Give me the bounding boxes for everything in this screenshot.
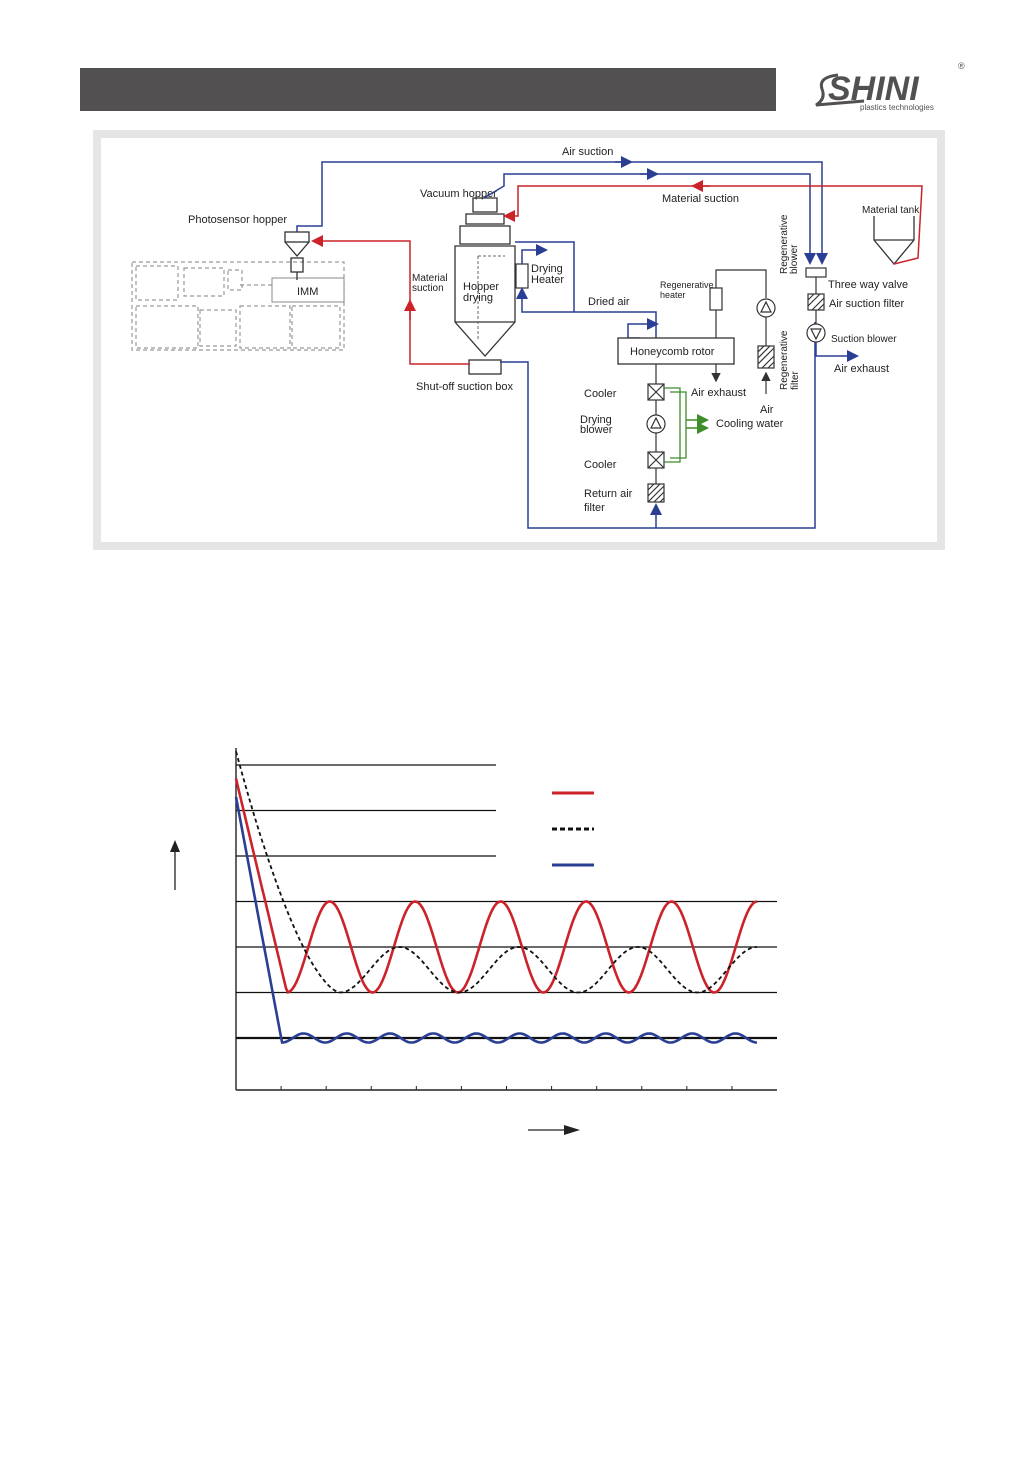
material-suction-left-label-2: suction <box>412 283 444 294</box>
hopper-drying-label-2: drying <box>463 292 493 304</box>
drying-blower-label-1: Drying <box>580 414 612 426</box>
three-way-valve-label: Three way valve <box>828 279 908 291</box>
temperature-fluctuation-chart <box>170 748 777 1135</box>
chart-axes <box>235 748 777 1091</box>
air-label: Air <box>760 404 774 416</box>
series-line-2 <box>235 751 758 994</box>
vacuum-hopper-label: Vacuum hopper <box>420 188 497 200</box>
material-tank-label: Material tank <box>862 205 920 216</box>
drying-blower-label-2: blower <box>580 424 613 436</box>
return-air-filter <box>647 483 665 503</box>
three-way-valve <box>805 267 827 278</box>
regenerative-heater-label-1: Regenerative <box>660 280 714 290</box>
cooler-bottom-label: Cooler <box>584 459 617 471</box>
chart-series <box>234 751 758 1044</box>
cooler-bottom <box>647 451 665 469</box>
imm-machine <box>131 261 345 351</box>
material-suction-left-label-1: Material <box>412 273 448 284</box>
return-air-filter-label-2: filter <box>584 502 605 514</box>
regenerative-filter-label-1: Regenerative <box>779 330 790 390</box>
logo-brand: SHINI <box>828 70 920 108</box>
hopper-drying-label-1: Hopper <box>463 281 499 293</box>
return-air-filter-label-1: Return air <box>584 488 633 500</box>
air-suction-filter <box>807 293 825 311</box>
honeycomb-rotor <box>617 337 735 365</box>
drying-heater-label-2: Heater <box>531 274 564 286</box>
air-suction-label: Air suction <box>562 146 613 158</box>
cooler-top <box>647 383 665 401</box>
x-axis-arrow <box>528 1125 580 1135</box>
dried-air-label: Dried air <box>588 296 630 308</box>
suction-blower-label: Suction blower <box>831 334 897 345</box>
cooler-top-label: Cooler <box>584 388 617 400</box>
drying-blower <box>646 414 666 434</box>
diagram-panel: IMM Photosensor hopper Vacuum hopper Hop… <box>93 130 945 550</box>
air-suction-filter-label: Air suction filter <box>829 298 905 310</box>
series-line-1 <box>234 778 758 995</box>
drying-heater <box>515 263 529 289</box>
logo-registered: ® <box>958 61 965 71</box>
regenerative-filter-label-2: filter <box>790 370 801 390</box>
regenerative-blower-label-2: blower <box>789 244 800 274</box>
diagram-area: IMM Photosensor hopper Vacuum hopper Hop… <box>101 138 937 542</box>
logo-tagline: plastics technologies <box>860 103 934 112</box>
honeycomb-rotor-label: Honeycomb rotor <box>630 346 715 358</box>
series-line-3 <box>234 796 758 1044</box>
header-bar <box>80 68 776 111</box>
photosensor-hopper <box>284 231 310 280</box>
process-diagram: IMM Photosensor hopper Vacuum hopper Hop… <box>131 146 923 529</box>
regenerative-heater <box>709 287 723 311</box>
drying-hopper <box>454 197 516 375</box>
regenerative-blower <box>756 298 776 318</box>
regenerative-blower-label-1: Regenerative <box>779 214 790 274</box>
cooling-water-label: Cooling water <box>716 418 784 430</box>
material-suction-top-label: Material suction <box>662 193 739 205</box>
drying-heater-label-1: Drying <box>531 263 563 275</box>
shini-logo: SHINI ® plastics technologies <box>815 61 965 112</box>
chart-legend <box>552 791 594 867</box>
suction-blower <box>806 323 826 343</box>
air-exhaust-right-label: Air exhaust <box>834 363 889 375</box>
y-axis-arrow <box>170 840 180 890</box>
air-exhaust-mid-label: Air exhaust <box>691 387 746 399</box>
shutoff-suction-box-label: Shut-off suction box <box>416 381 514 393</box>
regenerative-heater-label-2: heater <box>660 290 686 300</box>
material-tank <box>873 216 915 266</box>
photosensor-hopper-label: Photosensor hopper <box>188 214 287 226</box>
imm-label: IMM <box>297 286 318 298</box>
regenerative-filter <box>757 345 775 369</box>
